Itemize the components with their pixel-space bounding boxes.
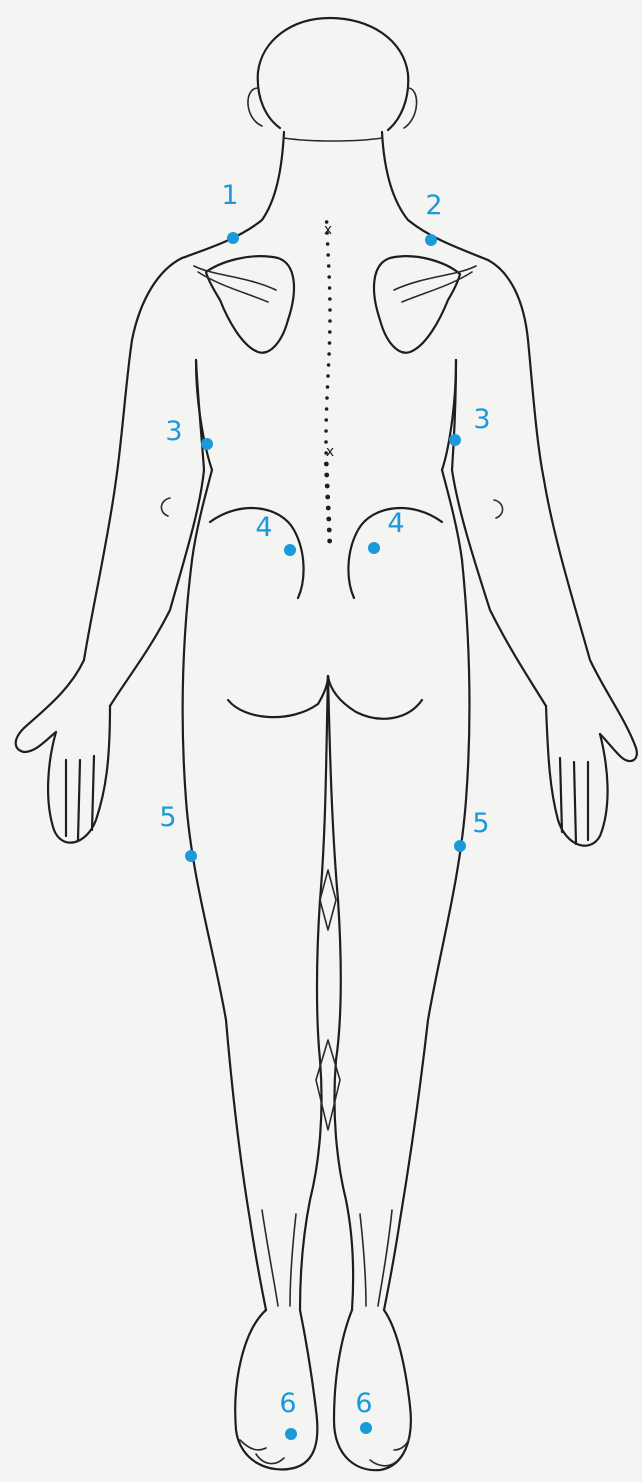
- point-6-right-label: 6: [355, 1388, 372, 1419]
- spine-dot: [325, 495, 330, 500]
- point-5-right-dot: [454, 840, 466, 852]
- right-hand: [546, 706, 608, 846]
- spine-dot: [327, 528, 332, 533]
- spine-dot: [327, 539, 332, 544]
- point-3-right-label: 3: [473, 404, 490, 435]
- point-4-left-label: 4: [255, 512, 272, 543]
- point-4-left-dot: [284, 544, 296, 556]
- point-6-right-dot: [360, 1422, 372, 1434]
- spine-dot: [324, 462, 329, 467]
- spine-dot: [327, 363, 331, 367]
- spine-dot: [327, 275, 331, 279]
- point-1-label: 1: [221, 180, 238, 211]
- right-arm-inner: [452, 360, 546, 706]
- point-2-label: 2: [425, 190, 442, 221]
- spine-mark-upper: x: [324, 222, 332, 238]
- left-scapula: [206, 256, 294, 352]
- left-toes: [240, 1440, 284, 1464]
- spine-dot: [324, 418, 328, 422]
- spine-dot: [328, 330, 332, 334]
- right-ear: [404, 88, 417, 128]
- left-elbow: [161, 498, 170, 516]
- spine-dot: [326, 253, 330, 257]
- point-6-left-dot: [285, 1428, 297, 1440]
- spine-dot: [328, 297, 332, 301]
- spine-dot: [327, 264, 331, 268]
- spine-dot: [326, 506, 331, 511]
- spine-dot: [328, 308, 332, 312]
- left-leg-inner: [300, 676, 328, 1310]
- spine-dot: [325, 396, 329, 400]
- spine-dot: [326, 374, 330, 378]
- spine-mark-lower: x: [326, 444, 334, 460]
- spine-dot: [328, 319, 332, 323]
- right-scapula: [374, 256, 460, 352]
- point-2-dot: [425, 234, 437, 246]
- point-4-right-dot: [368, 542, 380, 554]
- spine-dot: [325, 407, 329, 411]
- spine-dot: [326, 385, 330, 389]
- neck-base: [284, 138, 382, 141]
- point-1-dot: [227, 232, 239, 244]
- spine-dot: [325, 484, 330, 489]
- spine-dot: [326, 517, 331, 522]
- right-elbow: [494, 500, 503, 518]
- point-5-left-dot: [185, 850, 197, 862]
- spine-dotted-line: [324, 220, 332, 543]
- point-6-left-label: 6: [279, 1388, 296, 1419]
- spine-dot: [328, 286, 332, 290]
- right-leg-inner: [328, 676, 353, 1310]
- spine-dot: [324, 429, 328, 433]
- left-hand: [48, 706, 110, 843]
- right-scapula-spine: [394, 266, 476, 302]
- spine-dot: [328, 341, 332, 345]
- spine-dot: [327, 352, 331, 356]
- point-5-left-label: 5: [159, 802, 176, 833]
- head-outline: [258, 18, 409, 130]
- point-3-left-dot: [201, 438, 213, 450]
- spine-dot: [326, 242, 330, 246]
- gluteal-fold: [228, 676, 422, 719]
- left-leg-outer: [183, 560, 266, 1310]
- point-3-left-label: 3: [165, 416, 182, 447]
- right-leg-outer: [384, 560, 469, 1310]
- right-arm-outer: [488, 260, 637, 761]
- left-arm-outer: [16, 258, 182, 752]
- left-achilles: [262, 1210, 296, 1306]
- left-flank: [192, 360, 212, 560]
- point-5-right-label: 5: [472, 808, 489, 839]
- point-3-right-dot: [449, 434, 461, 446]
- point-4-right-label: 4: [387, 508, 404, 539]
- spine-dot: [324, 473, 329, 478]
